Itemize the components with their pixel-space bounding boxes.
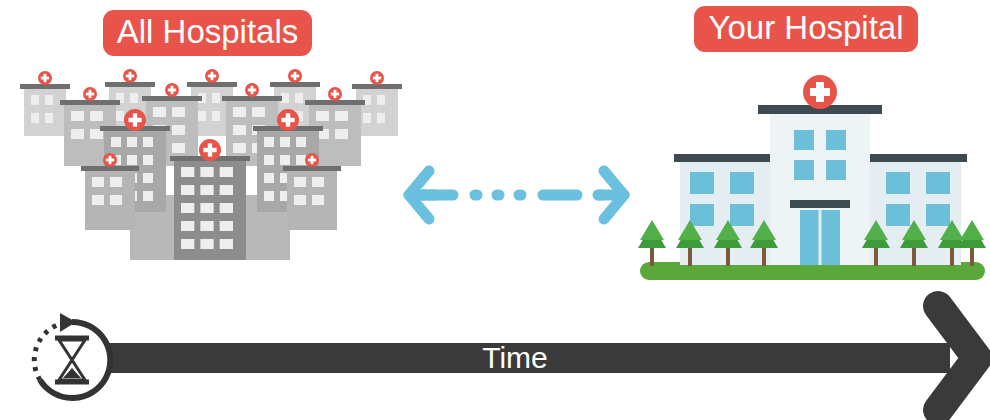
axis-label: Time bbox=[482, 341, 548, 375]
hospital-group: Your Hospital bbox=[628, 6, 984, 281]
title-pill: All Hospitals bbox=[103, 10, 313, 56]
title-pill: Your Hospital bbox=[694, 6, 917, 52]
hospital-group: All Hospitals bbox=[10, 10, 405, 265]
time-axis bbox=[80, 306, 977, 410]
hospital-crowd bbox=[20, 69, 402, 260]
hospital-building bbox=[638, 75, 986, 280]
double-arrow bbox=[409, 171, 624, 219]
hourglass-icon bbox=[34, 313, 110, 398]
